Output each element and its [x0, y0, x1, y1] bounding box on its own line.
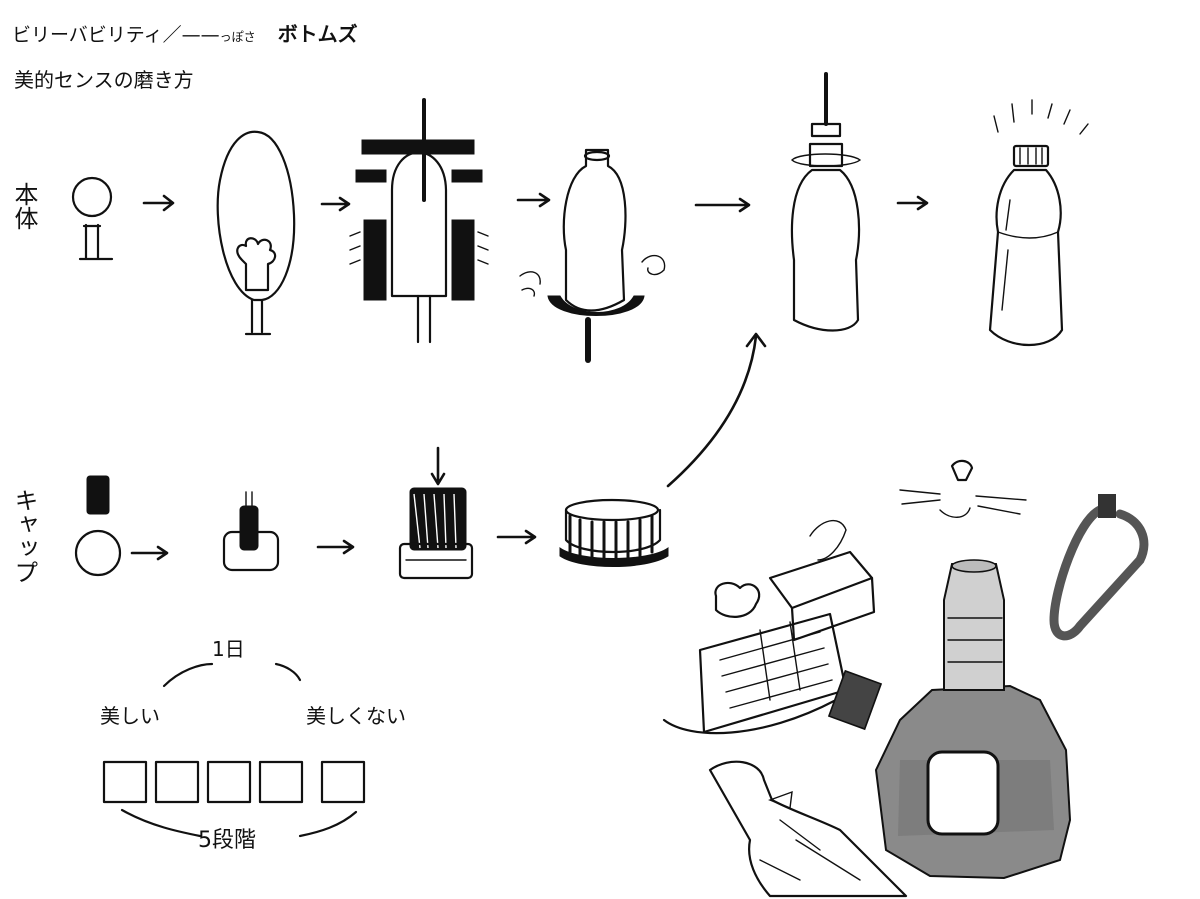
rating-box — [206, 760, 252, 804]
scale-bottom-arc-right — [298, 810, 358, 838]
arrow-right-icon — [320, 196, 351, 212]
dash-line: —— — [181, 24, 220, 46]
header-title-line: ビリーバビリティ／——っぽさ ボトムズ — [12, 18, 358, 47]
arrow-right-icon — [316, 539, 355, 555]
preform-balloon-icon — [216, 130, 296, 336]
rating-box — [102, 760, 148, 804]
capping-bottle-icon — [790, 72, 862, 332]
arrow-right-icon — [496, 529, 537, 545]
scale-right-label: 美しくない — [306, 704, 406, 728]
cap-injection-icon — [222, 491, 280, 572]
rating-box — [258, 760, 304, 804]
row-label-body: 本体 — [10, 182, 38, 230]
ppoi-note: っぽさ — [219, 30, 256, 44]
arrow-right-icon — [694, 197, 751, 213]
cat-face-icon — [899, 459, 1027, 518]
scale-bottom-arc-left — [120, 808, 202, 838]
cap-pellet-icon — [74, 475, 122, 577]
blow-mold-icon — [349, 98, 489, 344]
rating-box — [154, 760, 200, 804]
flower-icon — [714, 581, 761, 618]
finished-bottle-icon — [988, 99, 1089, 347]
pellet-circle-icon — [71, 176, 114, 261]
scale-bottom-label: 5段階 — [198, 828, 256, 853]
crumpled-bag-icon — [708, 760, 908, 898]
tissue-box-icon — [768, 519, 876, 642]
whiskey-bottle-icon — [874, 559, 1072, 880]
remote-control-icon — [827, 669, 883, 731]
arrow-curve-icon — [666, 332, 767, 488]
scale-left-label: 美しい — [100, 704, 160, 728]
carabiner-icon — [1049, 494, 1149, 641]
arrow-right-icon — [896, 195, 929, 211]
bottoms-label: ボトムズ — [277, 22, 358, 46]
arrow-right-icon — [516, 192, 551, 208]
believability-label: ビリーバビリティ／ — [12, 24, 182, 46]
arrow-right-icon — [142, 194, 175, 212]
formed-bottle-icon — [519, 148, 666, 363]
scale-top-label: 1日 — [212, 637, 245, 661]
molded-cap-icon — [559, 498, 669, 567]
scale-boxes — [102, 760, 366, 804]
arrow-right-icon — [130, 545, 169, 561]
papers-pile-icon — [662, 612, 848, 735]
scale-arc-right — [274, 662, 302, 682]
row-label-cap: キャップ — [10, 488, 38, 584]
rating-box — [320, 760, 366, 804]
header-subtitle: 美的センスの磨き方 — [14, 68, 194, 92]
scale-arc-left — [162, 662, 214, 688]
cap-mold-icon — [398, 446, 474, 580]
